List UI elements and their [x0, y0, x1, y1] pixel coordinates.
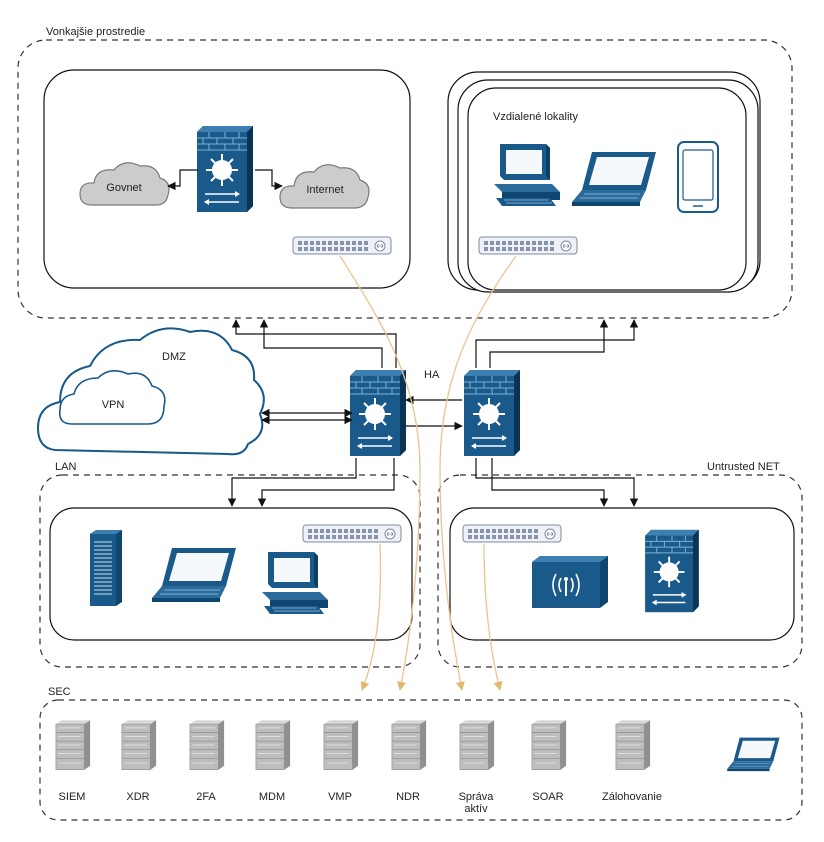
sec-system-label: MDM [259, 791, 285, 803]
remote-smartphone-icon [677, 141, 719, 213]
remote-sites-label: Vzdialené lokality [493, 111, 578, 123]
lan-server-tower-icon [89, 529, 123, 607]
zone-untrusted [437, 474, 803, 668]
sec-server-icon [615, 719, 651, 771]
sec-server-icon [391, 719, 427, 771]
vpn-label: VPN [102, 399, 125, 411]
zone-external [17, 39, 793, 319]
sec-system-label: XDR [126, 791, 149, 803]
sec-server-icon [55, 719, 91, 771]
sec-system-label: SIEM [59, 791, 86, 803]
zone-sec-label: SEC [48, 686, 71, 698]
lan-switch-icon [302, 524, 402, 543]
internet-cloud [279, 164, 370, 209]
sec-system-label: SOAR [532, 791, 563, 803]
edge-firewall-icon [196, 125, 254, 213]
remote-switch-icon [478, 236, 578, 255]
zone-lan-label: LAN [55, 461, 76, 473]
external-switch-icon [292, 236, 392, 255]
sec-system-label-line2: aktív [464, 803, 488, 815]
span-external-to-sec [339, 255, 421, 691]
fw2-to-untrusted-1 [475, 458, 639, 507]
fw1-to-external-1 [231, 319, 397, 368]
firewall-to-internet-connector [255, 169, 283, 191]
sec-system-label: VMP [328, 791, 352, 803]
sec-system-label: 2FA [196, 791, 216, 803]
sec-server-icon [459, 719, 495, 771]
govnet-label: Govnet [106, 182, 141, 194]
core-firewall-1-icon [348, 368, 408, 458]
untrusted-switch-icon [462, 524, 562, 543]
ha-label: HA [424, 369, 440, 381]
zone-lan [39, 474, 421, 668]
fw1-to-lan-2 [257, 458, 395, 507]
sec-server-icon [121, 719, 157, 771]
sec-system-label: NDR [396, 791, 420, 803]
fw2-to-external-1 [475, 319, 639, 368]
untrusted-firewall-icon [644, 528, 700, 614]
sec-server-icon [255, 719, 291, 771]
firewall-to-govnet-connector [167, 169, 198, 191]
zone-external-label: Vonkajšie prostredie [46, 26, 145, 38]
zone-untrusted-label: Untrusted NET [707, 461, 780, 473]
zone-sec [39, 699, 803, 821]
internet-label: Internet [306, 184, 343, 196]
wireless-ap-icon [531, 555, 609, 609]
govnet-cloud [79, 162, 170, 206]
sec-server-icon [323, 719, 359, 771]
core-firewall-2-icon [462, 368, 522, 458]
vpn-cloud [58, 370, 166, 425]
span-remote-to-sec [439, 255, 517, 691]
fw1-to-external-2 [259, 319, 383, 368]
span-lan-to-sec [360, 543, 382, 691]
fw2-to-external-2 [489, 319, 609, 368]
span-untrusted-to-sec [483, 543, 503, 691]
sec-system-label: Zálohovanie [602, 791, 662, 803]
dmz-label: DMZ [162, 351, 186, 363]
sec-admin-laptop-icon [726, 737, 780, 772]
fw2-to-untrusted-2 [491, 458, 609, 507]
sec-system-label: Správa [459, 791, 495, 803]
fw1-to-lan-1 [227, 458, 357, 507]
sec-server-icon [531, 719, 567, 771]
sec-server-icon [189, 719, 225, 771]
